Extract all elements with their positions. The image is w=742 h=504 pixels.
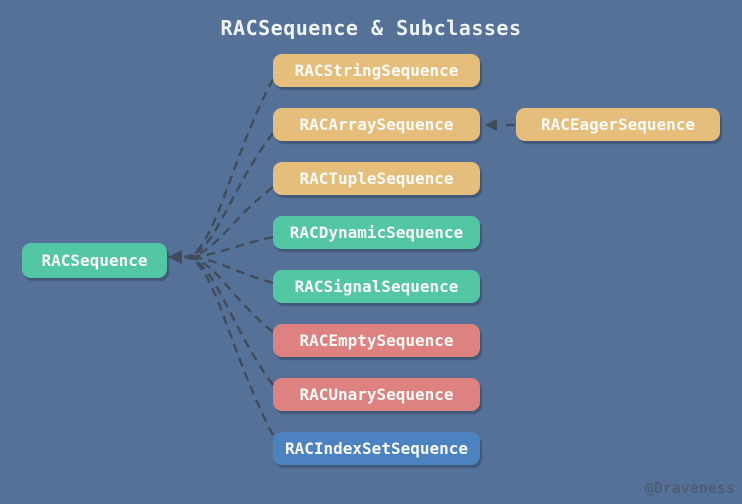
- node-label-racarraysequence: RACArraySequence: [299, 115, 454, 134]
- node-racdynamicsequence: RACDynamicSequence: [273, 216, 480, 249]
- connector-racstringsequence-to-racsequence: [183, 78, 275, 259]
- node-label-racindexsetsequence: RACIndexSetSequence: [284, 439, 469, 458]
- node-racunarysequence: RACUnarySequence: [273, 378, 480, 411]
- arrowhead-to-racsequence: [168, 250, 182, 264]
- node-label-racsequence: RACSequence: [41, 251, 148, 270]
- connector-racdynamicsequence-to-racsequence: [183, 235, 274, 259]
- node-label-raceagersequence: RACEagerSequence: [540, 115, 696, 134]
- node-ractuplesequence: RACTupleSequence: [273, 162, 480, 195]
- connector-ractuplesequence-to-racsequence: [183, 186, 274, 259]
- node-label-racemptysequence: RACEmptySequence: [299, 331, 454, 350]
- watermark: @Draveness: [644, 479, 735, 497]
- node-raceagersequence: RACEagerSequence: [516, 108, 720, 141]
- node-racarraysequence: RACArraySequence: [273, 108, 480, 141]
- diagram-title: RACSequence & Subclasses: [220, 16, 522, 40]
- connector-racindexsetsequence-to-racsequence: [183, 255, 275, 436]
- node-racsignalsequence: RACSignalSequence: [273, 270, 480, 303]
- connector-racsignalsequence-to-racsequence: [183, 255, 274, 285]
- arrowhead-to-racarraysequence: [485, 119, 497, 131]
- node-racindexsetsequence: RACIndexSetSequence: [273, 432, 480, 465]
- node-label-racstringsequence: RACStringSequence: [294, 61, 459, 80]
- node-racstringsequence: RACStringSequence: [273, 54, 480, 87]
- node-racemptysequence: RACEmptySequence: [273, 324, 480, 357]
- connector-racarraysequence-to-racsequence: [183, 132, 274, 259]
- node-label-racsignalsequence: RACSignalSequence: [294, 277, 459, 296]
- node-label-racunarysequence: RACUnarySequence: [299, 385, 454, 404]
- node-racsequence: RACSequence: [22, 243, 167, 278]
- node-label-racdynamicsequence: RACDynamicSequence: [289, 223, 464, 242]
- node-label-ractuplesequence: RACTupleSequence: [299, 169, 454, 188]
